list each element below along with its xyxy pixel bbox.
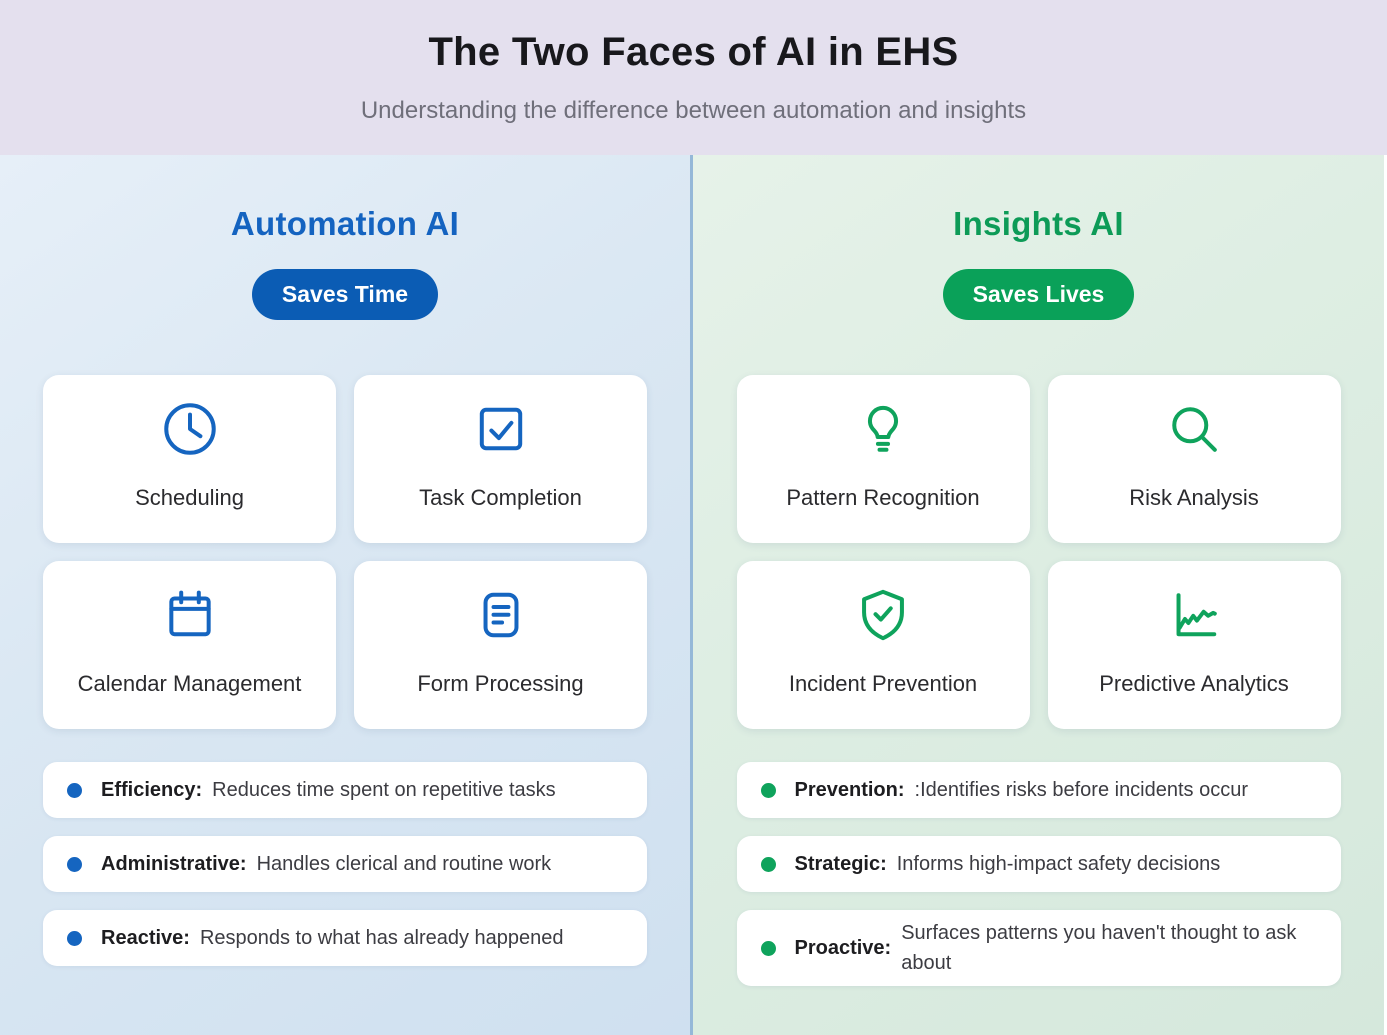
saves-lives-badge: Saves Lives <box>942 269 1135 320</box>
line-chart-icon <box>1162 583 1226 647</box>
card-label: Task Completion <box>419 485 582 510</box>
card-label: Incident Prevention <box>788 671 978 696</box>
insights-cards: Pattern Recognition Risk Analysis <box>736 375 1341 729</box>
point-description: Informs high-impact safety decisions <box>896 853 1221 875</box>
efficiency-point: Efficiency: Reduces time spent on repeti… <box>43 762 647 818</box>
bullet-dot <box>760 856 776 872</box>
page-header: The Two Faces of AI in EHS Understanding… <box>0 0 1387 155</box>
bullet-dot <box>67 930 82 946</box>
point-label: Proactive: <box>794 936 892 959</box>
risk-analysis-card: Risk Analysis <box>1047 375 1341 543</box>
magnifier-icon <box>1162 397 1226 461</box>
pattern-recognition-card: Pattern Recognition <box>736 375 1030 543</box>
calendar-management-card: Calendar Management <box>43 561 336 729</box>
reactive-point: Reactive: Responds to what has already h… <box>43 910 647 966</box>
automation-ai-title: Automation AI <box>230 205 460 242</box>
point-label: Efficiency: <box>101 778 203 801</box>
shield-check-icon <box>851 583 915 647</box>
incident-prevention-card: Incident Prevention <box>736 561 1030 729</box>
document-lines-icon <box>469 583 533 647</box>
point-label: Strategic: <box>794 852 887 875</box>
page-title: The Two Faces of AI in EHS <box>428 30 959 74</box>
insights-ai-title: Insights AI <box>953 205 1124 242</box>
predictive-analytics-card: Predictive Analytics <box>1047 561 1341 729</box>
bullet-dot <box>67 856 82 872</box>
automation-ai-column: Automation AI Saves Time Scheduling <box>0 155 693 1035</box>
card-label: Pattern Recognition <box>786 485 980 510</box>
point-label: Prevention: <box>794 778 905 801</box>
point-description: Surfaces patterns you haven't thought to… <box>901 922 1297 974</box>
point-description: Handles clerical and routine work <box>256 853 552 875</box>
card-label: Risk Analysis <box>1129 485 1259 510</box>
proactive-point: Proactive: Surfaces patterns you haven't… <box>736 910 1341 986</box>
bullet-dot <box>760 940 776 956</box>
insights-points: Prevention: :Identifies risks before inc… <box>736 762 1341 986</box>
lightbulb-icon <box>851 397 915 461</box>
point-description: Reduces time spent on repetitive tasks <box>212 779 556 801</box>
administrative-point: Administrative: Handles clerical and rou… <box>43 836 647 892</box>
card-label: Form Processing <box>417 671 584 696</box>
comparison-columns: Automation AI Saves Time Scheduling <box>0 155 1387 1035</box>
bullet-dot <box>760 782 776 798</box>
automation-points: Efficiency: Reduces time spent on repeti… <box>43 762 647 966</box>
checkbox-icon <box>469 397 533 461</box>
card-label: Calendar Management <box>77 671 302 696</box>
clock-icon <box>158 397 222 461</box>
prevention-point: Prevention: :Identifies risks before inc… <box>736 762 1341 818</box>
point-description: :Identifies risks before incidents occur <box>914 779 1249 801</box>
automation-cards: Scheduling Task Completion <box>43 375 647 729</box>
form-processing-card: Form Processing <box>354 561 647 729</box>
page-subtitle: Understanding the difference between aut… <box>360 97 1027 124</box>
bullet-dot <box>67 782 82 798</box>
saves-time-badge: Saves Time <box>251 269 439 320</box>
scheduling-card: Scheduling <box>43 375 336 543</box>
card-label: Scheduling <box>135 485 244 510</box>
card-label: Predictive Analytics <box>1099 671 1289 696</box>
insights-ai-column: Insights AI Saves Lives Pattern Recognit… <box>693 155 1384 1035</box>
task-completion-card: Task Completion <box>354 375 647 543</box>
point-description: Responds to what has already happened <box>199 927 564 949</box>
strategic-point: Strategic: Informs high-impact safety de… <box>736 836 1341 892</box>
point-label: Administrative: <box>101 852 247 875</box>
calendar-icon <box>158 583 222 647</box>
point-label: Reactive: <box>101 926 190 949</box>
